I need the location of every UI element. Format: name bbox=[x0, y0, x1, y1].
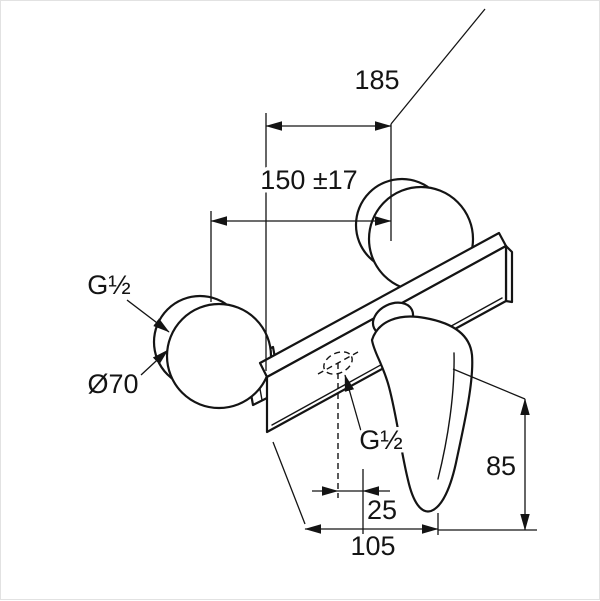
dimension-85 bbox=[438, 368, 537, 531]
leader-diameter-70 bbox=[140, 349, 169, 376]
left-escutcheon bbox=[152, 294, 273, 410]
leader-g12-wall bbox=[126, 299, 170, 333]
dimension-185 bbox=[265, 8, 486, 371]
dim-label-total-depth: 105 bbox=[350, 531, 395, 561]
leader-g12-outlet bbox=[344, 374, 362, 432]
right-escutcheon bbox=[354, 177, 475, 293]
dim-label-outlet-thread: G½ bbox=[359, 425, 403, 455]
outlet-marking bbox=[317, 351, 359, 498]
dim-label-handle-drop: 85 bbox=[486, 451, 516, 481]
lever-handle bbox=[370, 301, 474, 513]
dimension-105 bbox=[272, 441, 439, 535]
dimension-150 bbox=[210, 124, 392, 302]
dim-label-wall-thread: G½ bbox=[87, 270, 131, 300]
dimension-25 bbox=[312, 469, 390, 534]
dim-label-outlet-offset: 25 bbox=[367, 495, 397, 525]
dim-label-escutcheon-diameter: Ø70 bbox=[87, 369, 138, 399]
dim-label-total-width: 185 bbox=[354, 65, 399, 95]
dim-label-connection-centers: 150 ±17 bbox=[260, 165, 357, 195]
